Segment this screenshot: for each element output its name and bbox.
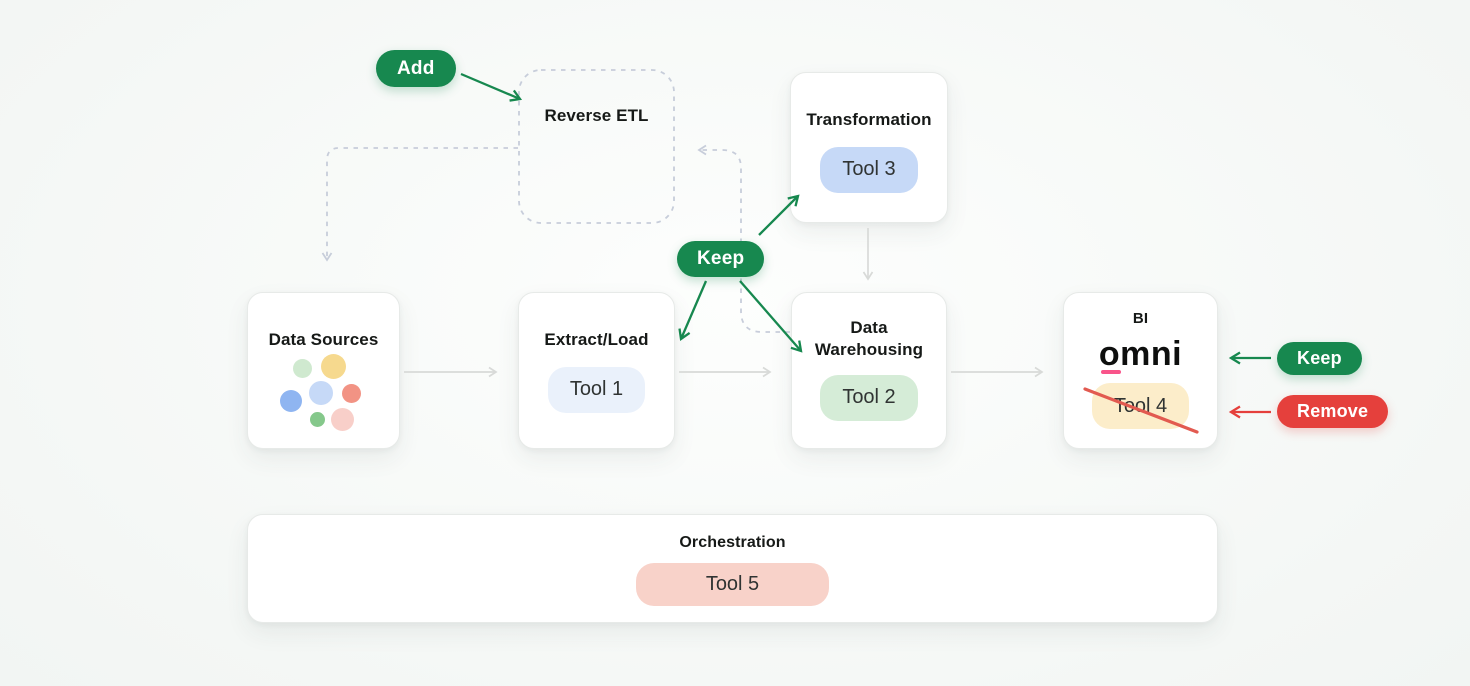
dot-pink (330, 407, 354, 431)
reverse-etl-card: Reverse ETL (518, 69, 675, 224)
dot-green (309, 411, 325, 427)
transformation-card: Transformation Tool 3 (790, 72, 948, 223)
remove-badge: Remove (1277, 395, 1389, 428)
orchestration-title: Orchestration (679, 534, 786, 551)
tool-4-pill: Tool 4 (1091, 383, 1190, 430)
extract-load-card: Extract/Load Tool 1 (518, 292, 675, 449)
dashed-arrow-reverseetl-datasources (321, 147, 518, 262)
tool-1-pill: Tool 1 (547, 366, 646, 413)
dot-yellow (320, 353, 346, 379)
omni-underline (1100, 369, 1121, 375)
add-badge: Add (376, 50, 456, 87)
bi-card: BI omni Tool 4 (1063, 292, 1218, 449)
tool-2-pill: Tool 2 (820, 374, 918, 421)
dot-pale-green (292, 358, 312, 378)
keep-badge-middle: Keep (677, 241, 765, 277)
tool-3-pill: Tool 3 (820, 146, 918, 193)
tool-5-pill: Tool 5 (636, 563, 829, 607)
transformation-title: Transformation (806, 110, 932, 129)
extract-load-title: Extract/Load (544, 330, 649, 349)
orchestration-card: Orchestration Tool 5 (247, 514, 1218, 623)
data-warehousing-title: Data Warehousing (814, 318, 924, 359)
data-sources-title: Data Sources (268, 330, 379, 349)
arrow-keep-extractload (678, 280, 708, 342)
dot-salmon (341, 383, 361, 403)
reverse-etl-title: Reverse ETL (544, 106, 649, 125)
arrow-add-reverseetl (460, 72, 523, 102)
omni-logo-text: omni (1098, 335, 1183, 374)
data-warehousing-card: Data Warehousing Tool 2 (791, 292, 947, 449)
data-sources-dots (248, 293, 399, 448)
dot-light-blue (309, 381, 333, 405)
omni-logo: omni (1099, 333, 1182, 375)
data-sources-card: Data Sources (247, 292, 400, 449)
dot-blue (280, 390, 302, 412)
keep-badge-right: Keep (1277, 342, 1362, 375)
bi-title: BI (1132, 310, 1149, 327)
